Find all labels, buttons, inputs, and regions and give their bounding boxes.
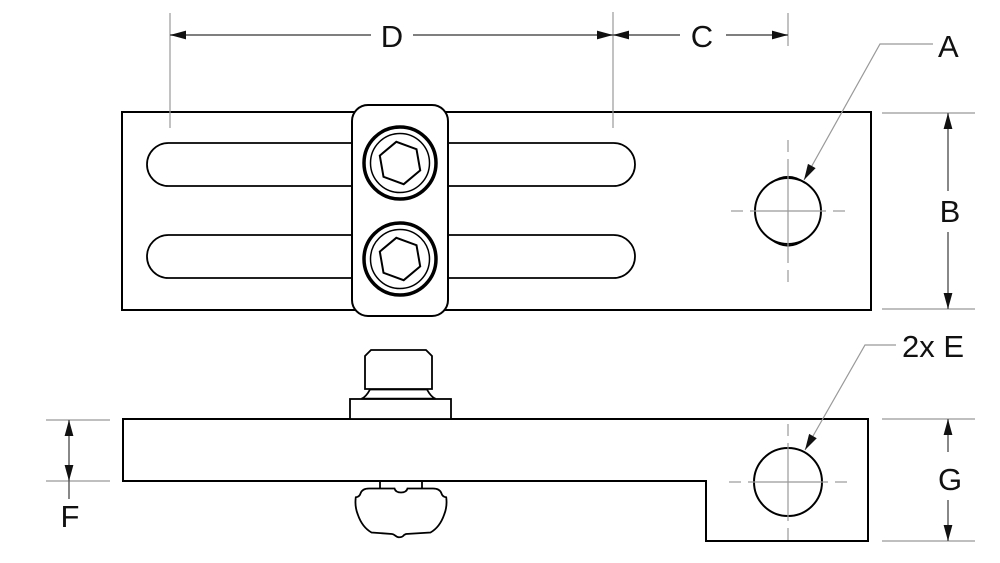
socket-screw-lower	[362, 221, 438, 297]
dim-b-label: B	[940, 194, 961, 229]
callout-a-label: A	[938, 29, 959, 64]
dimension-b: B	[940, 113, 961, 309]
dimension-c: C	[613, 19, 788, 54]
hole-e-centerlines	[729, 424, 847, 540]
extension-lines	[46, 12, 975, 542]
dimension-f: F	[61, 420, 80, 534]
clamp-block-section	[349, 398, 452, 420]
hole-a-centerlines	[731, 140, 845, 282]
bolt-washer-face	[361, 388, 436, 400]
bolt-head	[364, 349, 433, 390]
callout-a: A	[803, 29, 959, 181]
dim-g-label: G	[938, 462, 962, 497]
hex-socket	[378, 236, 422, 282]
dimension-d: D	[170, 19, 613, 54]
screw-chamfer-circle	[369, 132, 431, 194]
screw-chamfer-circle	[369, 228, 431, 290]
callout-e: 2x E	[804, 329, 964, 451]
top-view	[121, 104, 872, 317]
dim-c-label: C	[691, 19, 713, 54]
hole-a	[731, 140, 845, 282]
t-nut	[354, 481, 448, 539]
socket-screw-upper	[362, 125, 438, 201]
side-view	[122, 349, 869, 542]
dimension-g: G	[938, 419, 962, 541]
bar-outline	[122, 418, 869, 542]
t-nut-body	[354, 487, 448, 539]
dim-f-label: F	[61, 499, 80, 534]
hole-e	[729, 424, 847, 540]
callout-e-label: 2x E	[902, 329, 964, 364]
dim-d-label: D	[381, 19, 403, 54]
hex-socket	[378, 140, 422, 186]
